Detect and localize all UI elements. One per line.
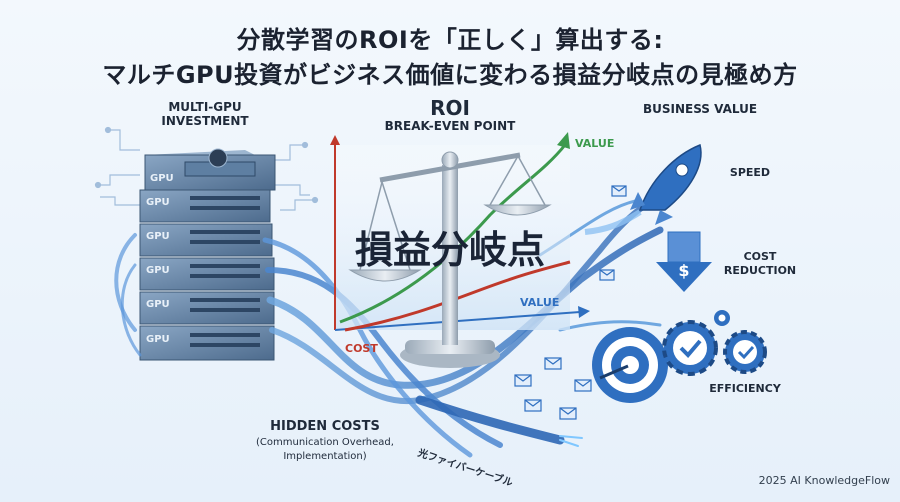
gpu-label: GPU: [146, 334, 170, 345]
gpu-label: GPU: [146, 231, 170, 242]
multi-gpu-label: MULTI-GPU INVESTMENT: [150, 100, 260, 128]
rocket-icon: [584, 143, 702, 235]
envelope-icon: [611, 185, 627, 197]
value-line: [339, 144, 567, 324]
roi-subtitle: BREAK-EVEN POINT: [384, 119, 516, 133]
main-title-line-2: マルチGPU投資がビジネス価値に変わる損益分岐点の見極め方: [102, 61, 798, 89]
multi-gpu-label-line-2: INVESTMENT: [161, 114, 249, 128]
envelope-icon: [559, 407, 577, 420]
cost-reduction-label: COST REDUCTION: [715, 250, 805, 278]
envelope-icons: [514, 185, 627, 420]
footer-credit: 2025 AI KnowledgeFlow: [758, 474, 890, 487]
business-value-label: BUSINESS VALUE: [642, 102, 758, 116]
hidden-costs-title: HIDDEN COSTS: [270, 419, 380, 434]
cost-line: [344, 260, 571, 332]
envelope-icon: [524, 399, 542, 412]
break-even-overlay: 損益分岐点: [354, 228, 545, 272]
target-icon: [592, 327, 668, 403]
cost-reduction-label-line-1: COST: [743, 250, 777, 263]
chart-value-axis-label: VALUE: [520, 296, 560, 309]
cost-reduction-label-line-2: REDUCTION: [723, 264, 797, 277]
chart-value-top-label: VALUE: [575, 137, 615, 150]
gears-icon: [662, 310, 767, 376]
envelope-icon: [599, 269, 615, 281]
svg-text:$: $: [678, 261, 689, 280]
multi-gpu-label-line-1: MULTI-GPU: [168, 100, 242, 114]
gpu-card: [144, 148, 276, 191]
envelope-icon: [544, 357, 562, 370]
efficiency-label: EFFICIENCY: [709, 382, 781, 395]
cost-reduction-arrow-icon: $: [656, 231, 712, 292]
gpu-stack: [139, 148, 276, 361]
hidden-costs-detail-line-1: (Communication Overhead,: [256, 437, 394, 448]
envelope-icon: [574, 379, 592, 392]
balance-scale: [348, 151, 552, 368]
roi-title: ROI: [430, 96, 470, 120]
gpu-label: GPU: [146, 299, 170, 310]
gpu-label: GPU: [150, 173, 174, 184]
circuit-traces: [94, 126, 319, 211]
hidden-costs-detail: (Communication Overhead, Implementation): [225, 436, 425, 464]
hidden-costs-detail-line-2: Implementation): [283, 451, 367, 462]
gpu-label: GPU: [146, 265, 170, 276]
chart-cost-label: COST: [345, 342, 378, 355]
envelope-icon: [514, 374, 532, 387]
speed-label: SPEED: [729, 166, 771, 179]
main-title-line-1: 分散学習のROIを「正しく」算出する:: [236, 26, 664, 54]
gpu-label: GPU: [146, 197, 170, 208]
